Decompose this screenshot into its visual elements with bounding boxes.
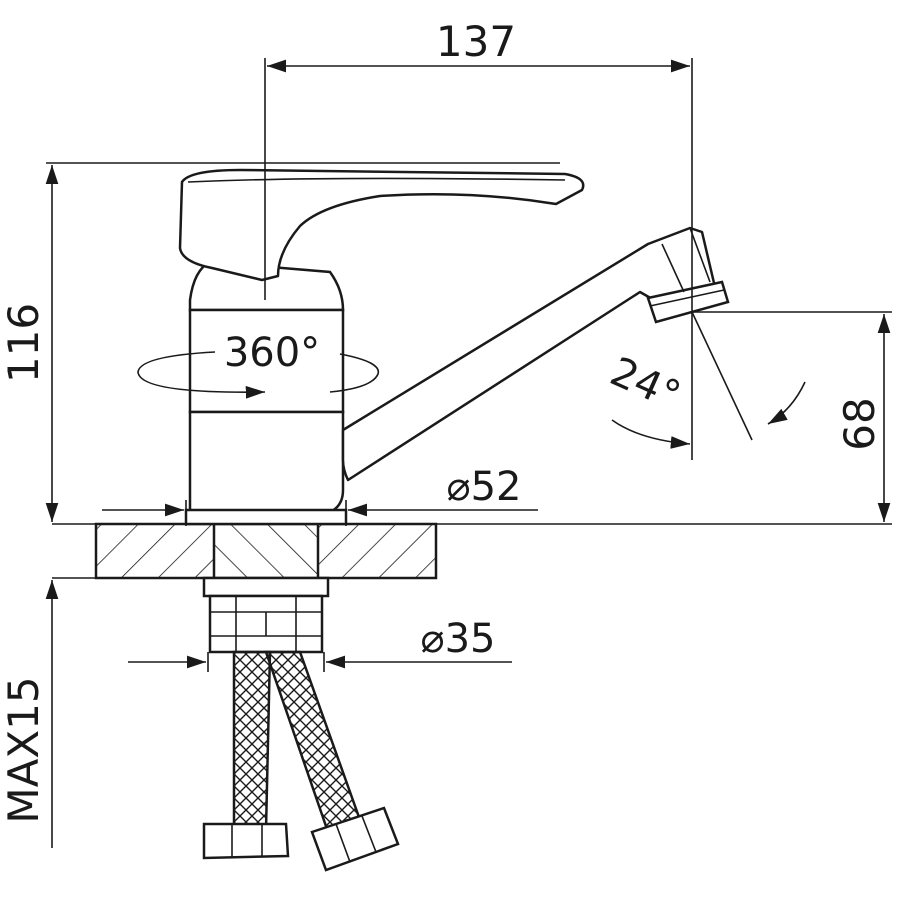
spout-height-label: 68 (835, 397, 884, 450)
width-label: 137 (436, 17, 516, 66)
spout-angle-label: 24° (604, 349, 687, 420)
countertop-section (52, 522, 892, 580)
max-thickness-label: MAX15 (0, 676, 48, 823)
dimension-lines (45, 58, 892, 848)
dimension-labels: 137 116 68 MAX15 360° 24° ⌀52 ⌀35 (0, 17, 884, 824)
height-label: 116 (0, 303, 48, 383)
braided-hoses (202, 650, 400, 872)
shank-fittings (202, 576, 330, 654)
shank-diameter-label: ⌀35 (421, 616, 496, 662)
rotation-label: 360° (224, 330, 320, 376)
faucet-body (178, 168, 730, 526)
base-diameter-label: ⌀52 (447, 464, 522, 510)
